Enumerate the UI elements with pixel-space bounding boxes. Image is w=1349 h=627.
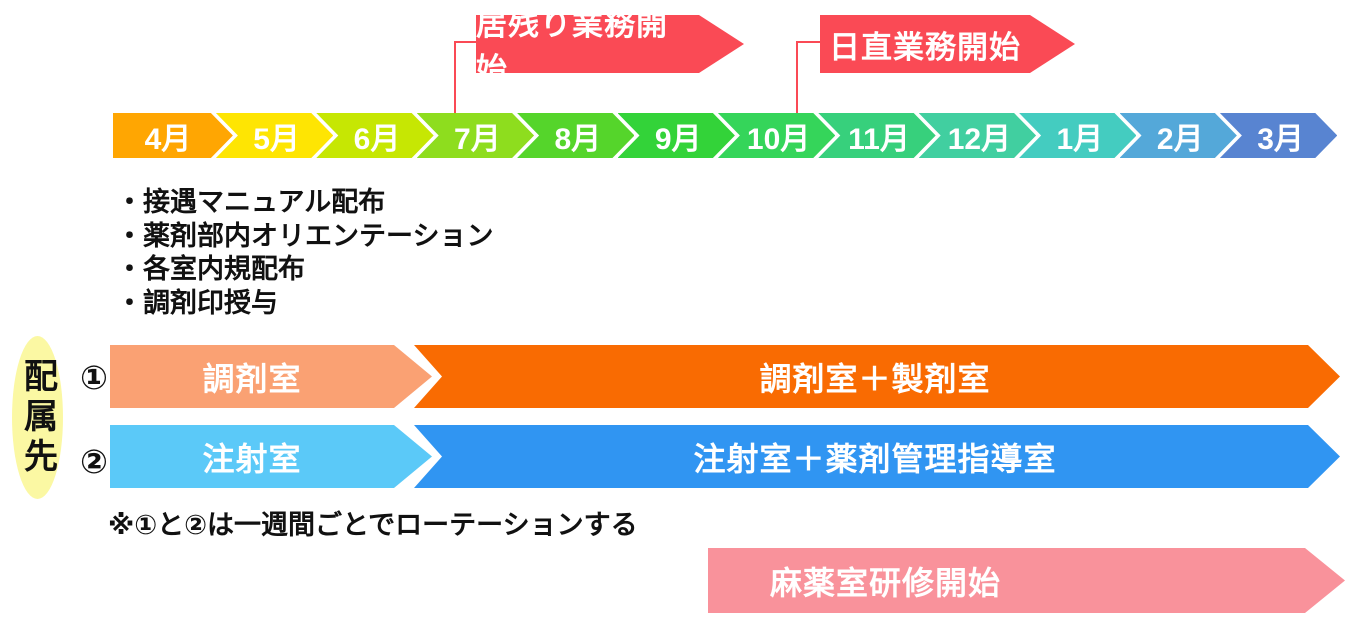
month-chevron-9月: 9月 [618, 113, 735, 158]
assignment-header-ellipse: 配属先 [12, 336, 63, 499]
callout-day-duty-start-label: 日直業務開始 [829, 29, 1021, 65]
month-label: 6月 [353, 122, 401, 156]
callout-overtime-connector-horizontal [454, 41, 478, 43]
orientation-note-item: ・薬剤部内オリエンテーション [116, 220, 494, 251]
month-label: 8月 [554, 122, 602, 156]
callout-overtime-connector-vertical [454, 41, 456, 114]
orientation-note-item: ・各室内規配布 [116, 254, 305, 284]
month-chevron-12月: 12月 [919, 113, 1036, 158]
row2-injection-plus-management-label: 注射室＋薬剤管理指導室 [693, 440, 1057, 477]
month-label: 11月 [848, 122, 910, 156]
month-label: 2月 [1156, 122, 1204, 156]
month-label: 10月 [746, 122, 811, 156]
month-chevron-7月: 7月 [417, 113, 534, 158]
month-label: 4月 [144, 122, 192, 156]
month-label: 7月 [454, 122, 501, 156]
month-chevron-10月: 10月 [718, 113, 835, 158]
row2-number-badge: ② [80, 443, 108, 480]
callout-day-duty-connector-horizontal [796, 41, 822, 43]
row1-dispensing-plus-formulation-label: 調剤室＋製剤室 [759, 360, 991, 397]
row1-dispensing-plus-formulation-bar: 調剤室＋製剤室 [414, 345, 1340, 408]
narcotics-training-bar: 麻薬室研修開始 [708, 548, 1345, 613]
month-chevron-2月: 2月 [1120, 113, 1237, 158]
callout-day-duty-start: 日直業務開始 [820, 15, 1075, 73]
month-label: 12月 [947, 122, 1012, 156]
orientation-note-item: ・調剤印授与 [116, 287, 278, 318]
orientation-note-item: ・接遇マニュアル配布 [116, 187, 386, 217]
month-chevron-6月: 6月 [316, 113, 433, 158]
month-label: 1月 [1056, 122, 1104, 156]
month-chevron-5月: 5月 [216, 113, 333, 158]
orientation-notes-list: ・接遇マニュアル配布・薬剤部内オリエンテーション・各室内規配布・調剤印授与 [116, 186, 493, 320]
callout-overtime-duty-start: 居残り業務開始 [476, 15, 744, 73]
month-chevron-4月: 4月 [113, 113, 233, 158]
month-chevron-11月: 11月 [818, 113, 935, 158]
month-label: 5月 [253, 122, 300, 156]
row1-dispensing-room-bar: 調剤室 [110, 345, 432, 408]
callout-day-duty-connector-vertical [796, 41, 798, 114]
month-chevron-1月: 1月 [1019, 113, 1136, 158]
month-chevron-8月: 8月 [517, 113, 634, 158]
month-label: 9月 [654, 122, 702, 156]
month-chevron-3月: 3月 [1220, 113, 1337, 158]
row1-number-badge: ① [80, 359, 108, 396]
assignment-header-label: 配属先 [18, 357, 57, 478]
row1-dispensing-room-label: 調剤室 [202, 360, 302, 397]
narcotics-training-label: 麻薬室研修開始 [770, 564, 1002, 601]
month-label: 3月 [1257, 122, 1304, 156]
row2-injection-room-label: 注射室 [202, 440, 302, 477]
row2-injection-plus-management-bar: 注射室＋薬剤管理指導室 [414, 425, 1340, 488]
row2-injection-room-bar: 注射室 [110, 425, 432, 488]
callout-overtime-duty-start-label: 居残り業務開始 [476, 7, 668, 87]
rotation-note: ※①と②は一週間ごとでローテーションする [108, 510, 638, 540]
